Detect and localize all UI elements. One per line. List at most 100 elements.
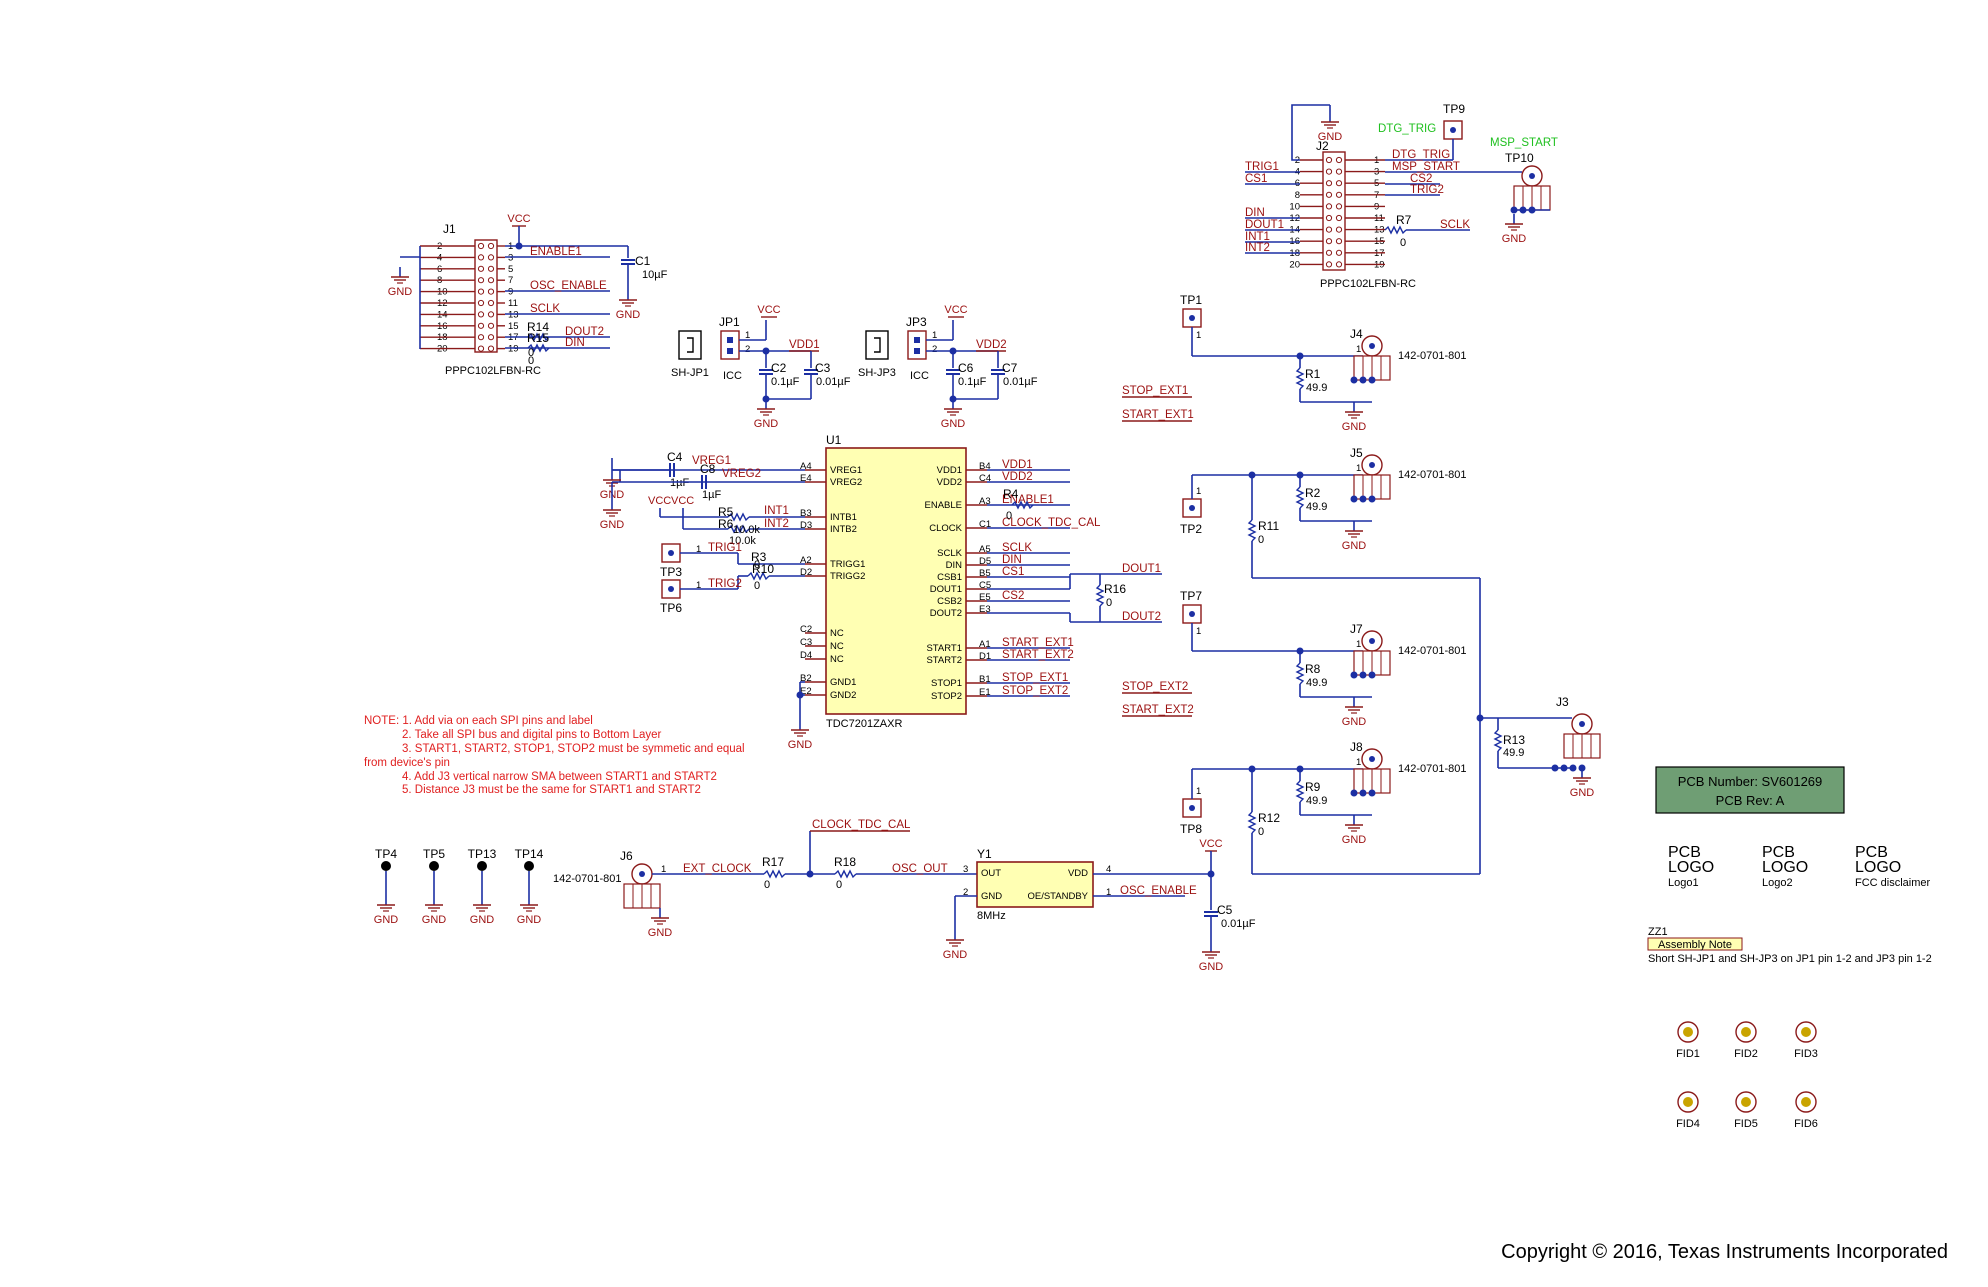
u1-net: DIN (1002, 554, 1022, 566)
junction-dot (1350, 789, 1358, 797)
u1-pin-name: TRIGG2 (830, 571, 865, 582)
tp3-ref: TP3 (660, 565, 682, 579)
note-line: 4. Add J3 vertical narrow SMA between ST… (402, 771, 717, 783)
j1-net-din: DIN (565, 337, 585, 349)
r7-value: 0 (1400, 237, 1406, 249)
junction-dot (1359, 789, 1367, 797)
jp-icc: ICC (723, 370, 742, 382)
fiducial-mark (1677, 1091, 1699, 1113)
vcc-label: VCC (944, 304, 967, 316)
r4-value: 0 (1006, 510, 1012, 522)
j2-ref: J2 (1316, 139, 1329, 153)
u1-pin-num: A2 (800, 555, 812, 566)
u1-pin-name: CSB1 (937, 572, 962, 583)
sma-ref: J8 (1350, 740, 1363, 754)
u1-pin-name: ENABLE (925, 500, 963, 511)
r-ref: R2 (1305, 486, 1321, 500)
vdd-net: VDD2 (976, 339, 1007, 351)
u1-net: STOP_EXT1 (1002, 672, 1068, 684)
vreg2-net: VREG2 (722, 468, 761, 480)
j2-net: INT1 (1245, 231, 1270, 243)
gnd-label: GND (517, 914, 542, 926)
r17-ref: R17 (762, 855, 784, 869)
shunt-label: SH-JP3 (858, 367, 896, 379)
cap-ref: C3 (815, 361, 831, 375)
u1-net: CS2 (1002, 590, 1024, 602)
r18-value: 0 (836, 879, 842, 891)
u1-pin-num: A3 (979, 496, 991, 507)
sma-net: START_EXT1 (1122, 409, 1194, 421)
u1-pin-name: NC (830, 654, 844, 665)
j2-pin-left: 20 (1289, 259, 1300, 270)
j1-pin-right: 11 (508, 298, 518, 309)
r-value: 49.9 (1306, 795, 1327, 807)
sma-pin: 1 (1356, 463, 1361, 474)
u1-pin-name: GND1 (830, 677, 856, 688)
u1-pin-name: INTB2 (830, 524, 857, 535)
ground-symbol (472, 894, 492, 912)
tp-ref: TP14 (515, 847, 544, 861)
y1-ref: Y1 (977, 847, 992, 861)
r16-ref: R16 (1104, 582, 1126, 596)
r16-value: 0 (1106, 597, 1112, 609)
gnd-label: GND (943, 949, 968, 961)
gnd-label: GND (648, 927, 673, 939)
title-block: Copyright © 2016, Texas Instruments Inco… (1501, 1241, 1948, 1263)
int1-net: INT1 (764, 505, 789, 517)
j2-part: PPPC102LFBN-RC (1320, 278, 1416, 290)
design-notes: NOTE: 1. Add via on each SPI pins and la… (364, 715, 745, 796)
resistor (1296, 662, 1304, 685)
c8-ref: C8 (700, 462, 716, 476)
tp-pin: 1 (1196, 486, 1201, 497)
j1-pin-right: 19 (508, 344, 519, 355)
logo-line1: PCB (1855, 844, 1888, 861)
vcc-label: VCC (648, 495, 671, 507)
r-ref: R8 (1305, 662, 1321, 676)
jp-icc: ICC (910, 370, 929, 382)
u1-body (825, 447, 967, 715)
junction-dot (1350, 376, 1358, 384)
testpoint-tp6 (661, 579, 681, 599)
u1-ref: U1 (826, 433, 842, 447)
c8-value: 1µF (702, 489, 721, 501)
u1-pin-name: CSB2 (937, 596, 962, 607)
tp9-net: DTG_TRIG (1378, 123, 1436, 135)
u1-net: SCLK (1002, 542, 1032, 554)
c5-value: 0.01µF (1221, 918, 1256, 930)
u1-pin-num: D2 (800, 567, 812, 578)
gnd-label: GND (600, 519, 625, 531)
r11-value: 0 (1258, 534, 1264, 546)
note-line: 2. Take all SPI bus and digital pins to … (402, 729, 661, 741)
r15-ref: R15 (527, 331, 549, 345)
trig1-net: TRIG1 (708, 542, 742, 554)
sma-connector (1353, 335, 1391, 381)
ground-symbol (602, 499, 622, 517)
testpoint (1182, 798, 1202, 818)
j2-net: SCLK (1440, 219, 1470, 231)
jp-ref: JP1 (719, 315, 740, 329)
pcb-number: PCB Number: SV601269 (1678, 774, 1823, 789)
tp10-net: MSP_START (1490, 137, 1558, 149)
j2-net: CS1 (1245, 173, 1267, 185)
sma-j6 (623, 863, 661, 909)
u1-pin-name: START2 (926, 655, 962, 666)
testpoint-tp9 (1443, 120, 1463, 140)
r7-ref: R7 (1396, 213, 1412, 227)
tp-pin: 1 (1196, 330, 1201, 341)
junction-dot (1248, 765, 1256, 773)
jp-pin2: 2 (745, 344, 750, 355)
j1-net: ENABLE1 (530, 246, 582, 258)
r11-ref: R11 (1258, 519, 1279, 533)
fiducial-mark (1795, 1091, 1817, 1113)
r15-value: 0 (528, 347, 534, 359)
ground-symbol (1344, 520, 1364, 538)
u1-pin-num: B4 (979, 461, 991, 472)
ground-symbol (756, 398, 776, 416)
u1-pin-name: GND2 (830, 690, 856, 701)
ground-symbol (1344, 401, 1364, 419)
gnd-label: GND (616, 309, 641, 321)
assembly-text: Short SH-JP1 and SH-JP3 on JP1 pin 1-2 a… (1648, 953, 1932, 965)
ground-symbol (1201, 941, 1221, 959)
r-value: 49.9 (1306, 501, 1327, 513)
logo-caption: Logo1 (1668, 877, 1699, 889)
